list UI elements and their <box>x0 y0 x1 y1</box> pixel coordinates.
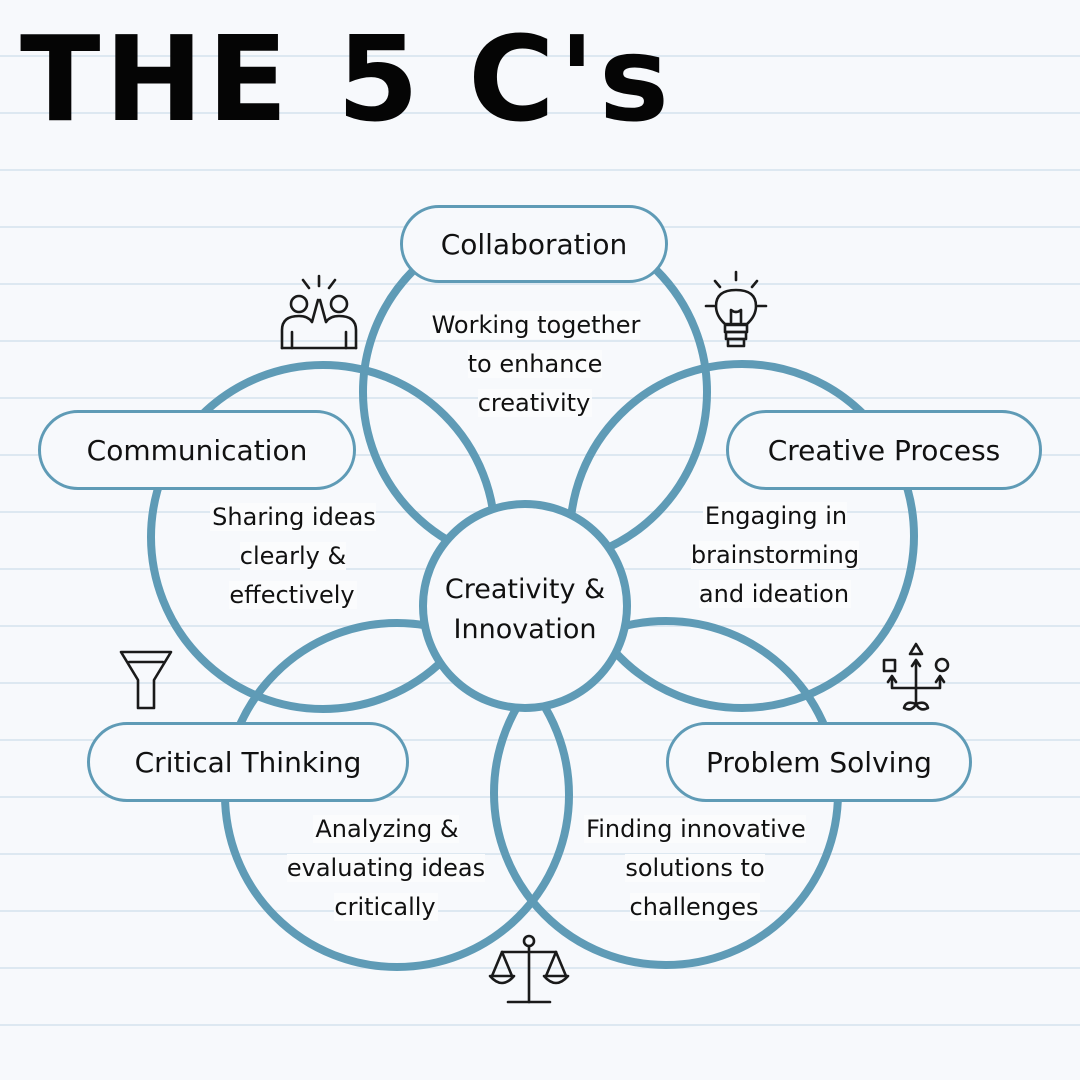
pill-critical-thinking: Critical Thinking <box>87 722 409 802</box>
desc-text: Analyzing & evaluating ideas critically <box>286 815 486 921</box>
funnel-icon <box>116 648 176 714</box>
pill-creative-process: Creative Process <box>726 410 1042 490</box>
solution-paths-icon <box>878 640 954 718</box>
desc-text: Engaging in brainstorming and ideation <box>690 502 860 608</box>
pill-communication: Communication <box>38 410 356 490</box>
desc-collaboration: Working together to enhance creativity <box>415 306 655 423</box>
high-five-icon <box>272 270 364 354</box>
desc-creative-process: Engaging in brainstorming and ideation <box>675 497 875 614</box>
lightbulb-icon <box>698 268 778 356</box>
page-title: THE 5 C's <box>20 10 674 148</box>
center-hub <box>419 500 631 712</box>
desc-critical-thinking: Analyzing & evaluating ideas critically <box>276 810 496 927</box>
desc-communication: Sharing ideas clearly & effectively <box>196 498 390 615</box>
balance-scale-icon <box>488 932 570 1010</box>
pill-collaboration: Collaboration <box>400 205 668 283</box>
desc-text: Working together to enhance creativity <box>429 311 641 417</box>
pill-problem-solving: Problem Solving <box>666 722 972 802</box>
desc-problem-solving: Finding innovative solutions to challeng… <box>572 810 818 927</box>
desc-text: Sharing ideas clearly & effectively <box>210 503 376 609</box>
center-label: Creativity & Innovation <box>444 574 606 645</box>
desc-text: Finding innovative solutions to challeng… <box>584 815 806 921</box>
